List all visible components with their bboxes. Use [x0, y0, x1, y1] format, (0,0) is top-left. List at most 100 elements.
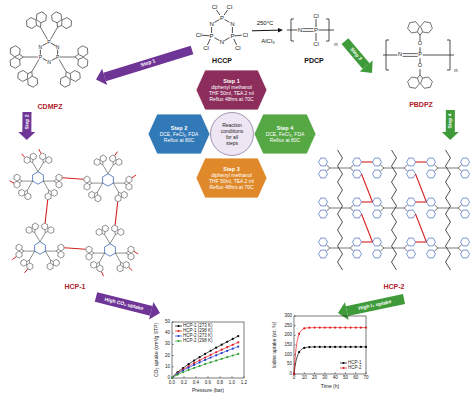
data-marker [221, 344, 223, 346]
atom-label: P [47, 40, 51, 45]
phenyl-ring [78, 57, 88, 68]
crosslink [362, 201, 373, 202]
legend-marker [342, 362, 344, 364]
tick-mark [345, 372, 346, 374]
cdmpz-structure [10, 12, 88, 87]
molecule-name: HCCP [212, 57, 232, 65]
phenyl-ring [421, 77, 433, 88]
bond-line [90, 182, 92, 184]
step-heading: Step 4 [264, 125, 306, 132]
bond-line [458, 165, 462, 168]
condition-text: diphenyl methanol THF 50ml, TEA 2 ml Ref… [208, 84, 255, 102]
phenyl-ring [118, 229, 124, 236]
bond-line [110, 235, 115, 244]
condition-hexagon: Step 3diphenyl methanol THF 50ml, TEA 2 … [196, 158, 267, 198]
legend-text: HCP-1 [348, 361, 362, 366]
legend-line [175, 336, 182, 337]
bond-line [417, 32, 420, 35]
phenyl-ring [25, 193, 31, 200]
bond-line [434, 245, 438, 248]
data-marker [303, 347, 305, 349]
structure-box: HCP-2 [318, 140, 470, 292]
molecule-name: PDCP [304, 57, 323, 65]
tick-mark [208, 376, 209, 378]
data-marker [237, 353, 239, 355]
hexagon-outline [148, 114, 210, 154]
phenyl-ring [27, 263, 33, 270]
tick-mark [172, 333, 174, 334]
data-marker [226, 346, 228, 348]
legend-text: HCP-1 (273 K) [183, 324, 213, 329]
phenyl-ring [18, 70, 28, 81]
bond-line [350, 165, 354, 168]
structure-box: CDMPZ [4, 4, 96, 112]
phenyl-ring [427, 158, 436, 166]
bond-line [105, 235, 110, 244]
atom-label: Cl [211, 4, 218, 10]
data-curve [172, 354, 238, 378]
tick-label: 0 [167, 376, 170, 381]
phenyl-ring [36, 12, 46, 23]
phenyl-ring [427, 210, 436, 218]
bond-line [119, 192, 122, 193]
data-marker [204, 353, 206, 355]
phenyl-ring [10, 46, 20, 57]
reaction-arrow-shaft [22, 112, 31, 132]
center-circle: Reaction conditions for all steps [210, 112, 254, 156]
phenyl-ring [102, 225, 108, 232]
bond-line [404, 168, 408, 171]
bond-line [380, 165, 384, 168]
reaction-arrow [345, 41, 373, 73]
crosslink [362, 214, 373, 242]
bond-line [380, 245, 384, 248]
bond-line [113, 183, 124, 184]
bond-line [43, 161, 46, 162]
condition-hexagon: Step 1diphenyl methanol THF 50ml, TEA 2 … [196, 70, 267, 110]
atom-label: Cl [313, 41, 320, 47]
tick-mark [172, 366, 174, 367]
data-marker [215, 351, 217, 353]
crosslink-stub [134, 251, 138, 254]
phenyl-ring [353, 210, 362, 218]
bond-line [350, 245, 354, 248]
phenyl-ring [26, 227, 32, 234]
phenyl-ring [28, 76, 38, 87]
legend-line [340, 363, 347, 364]
tick-mark [196, 376, 197, 378]
phenyl-ring [16, 251, 22, 258]
bond-line [40, 233, 45, 242]
arrow-label: Step 4 [448, 113, 453, 128]
crosslink-stub [10, 181, 14, 183]
bond-line [58, 57, 75, 58]
bond-line [434, 205, 438, 208]
reaction-arrow-shaft [252, 30, 278, 32]
bond-line [120, 262, 121, 265]
condition-text: diphenyl methanol THF 50ml, TEA 2 ml Ref… [208, 172, 255, 190]
data-curve [172, 347, 238, 378]
bracket [291, 19, 294, 41]
phenyl-ring [52, 12, 62, 23]
legend-line [175, 326, 182, 327]
bond-line [102, 233, 105, 234]
bond-line [38, 163, 43, 172]
arrow-label: Step 3 [349, 46, 363, 61]
data-marker [226, 350, 228, 352]
tick-label: 20 [165, 353, 170, 358]
axis-title: CO₂ uptake (cm³/g STP) [154, 323, 159, 377]
phosphazene-ring [35, 242, 46, 254]
phenyl-ring [353, 250, 362, 258]
atom-label: N [297, 27, 302, 33]
bond-line [380, 248, 384, 251]
phenyl-ring [10, 57, 20, 68]
bond-line [51, 260, 54, 261]
bond-line [384, 208, 394, 209]
bond-line [330, 208, 340, 209]
phenyl-ring [408, 77, 420, 88]
phenyl-ring [112, 225, 118, 232]
tick-mark [294, 316, 296, 317]
phenyl-ring [121, 191, 127, 198]
data-marker [355, 346, 357, 348]
data-marker [182, 368, 184, 370]
bond-line [404, 208, 408, 211]
atom-label: P [418, 52, 423, 58]
